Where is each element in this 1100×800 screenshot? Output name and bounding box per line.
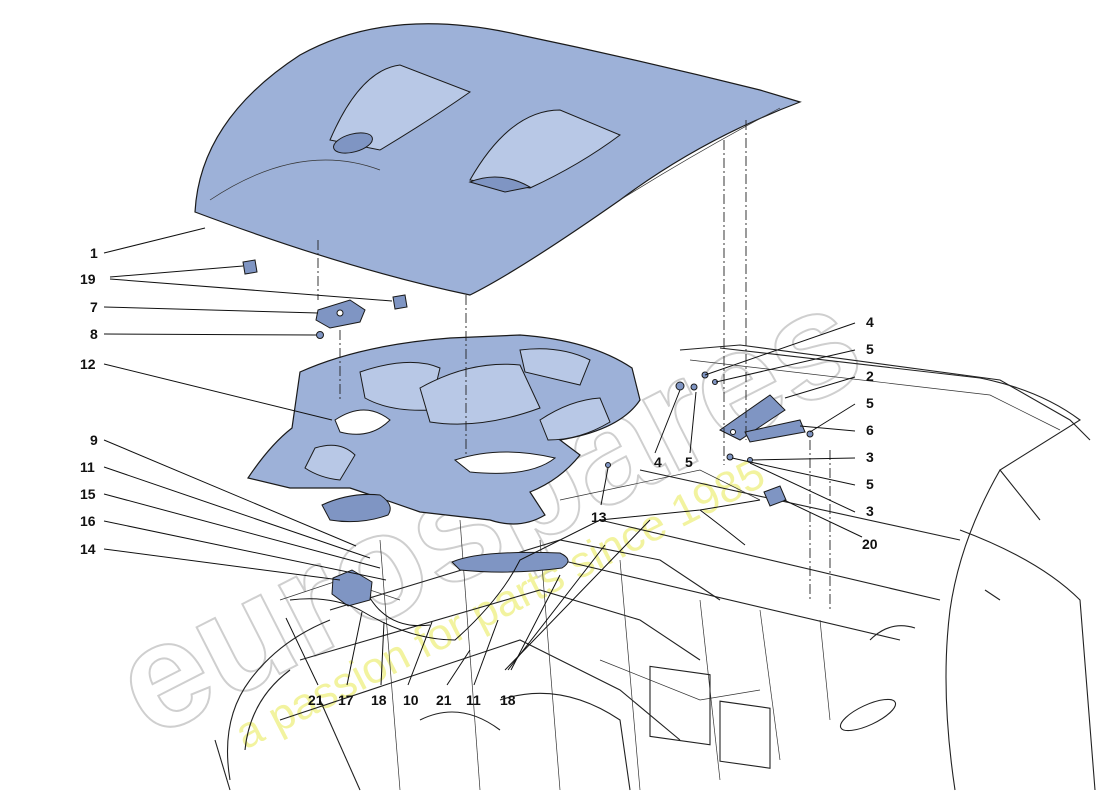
callout-3-b: 3 (866, 503, 874, 519)
leader-lines (103, 227, 863, 686)
callout-12: 12 (80, 356, 96, 372)
latch-assembly (321, 494, 569, 573)
bump-stops (242, 259, 408, 310)
callout-9: 9 (90, 432, 98, 448)
callout-18-right: 18 (500, 692, 516, 708)
callout-5-b: 5 (685, 454, 693, 470)
callout-1: 1 (90, 245, 98, 261)
callout-13: 13 (591, 509, 607, 525)
alignment-lines (317, 120, 831, 610)
screw (316, 331, 324, 339)
callout-4-a: 4 (866, 314, 874, 330)
callout-2: 2 (866, 368, 874, 384)
release-cables (289, 499, 761, 641)
callout-19: 19 (80, 271, 96, 287)
callout-5-d: 5 (866, 476, 874, 492)
bonnet-panel (194, 23, 802, 296)
callout-labels: 1 19 7 8 12 9 11 15 16 14 13 4 5 4 5 2 5… (80, 245, 878, 708)
callout-20: 20 (862, 536, 878, 552)
callout-17: 17 (338, 692, 354, 708)
callout-8: 8 (90, 326, 98, 342)
insulation-panel (247, 334, 641, 525)
callout-15: 15 (80, 486, 96, 502)
callout-18-left: 18 (371, 692, 387, 708)
callout-5-a: 5 (866, 341, 874, 357)
callout-3-a: 3 (866, 449, 874, 465)
callout-16: 16 (80, 513, 96, 529)
callout-10: 10 (403, 692, 419, 708)
callout-21-left: 21 (308, 692, 324, 708)
hood-hinge (719, 394, 806, 443)
callout-11-left: 11 (80, 459, 95, 475)
callout-6: 6 (866, 422, 874, 438)
callout-7: 7 (90, 299, 98, 315)
callout-21-right: 21 (436, 692, 452, 708)
latch-striker (315, 299, 366, 329)
callout-4-b: 4 (654, 454, 662, 470)
bolts-and-washers (605, 371, 814, 468)
callout-11-right: 11 (466, 692, 481, 708)
callout-14: 14 (80, 541, 96, 557)
callout-5-c: 5 (866, 395, 874, 411)
sensor (763, 485, 787, 507)
